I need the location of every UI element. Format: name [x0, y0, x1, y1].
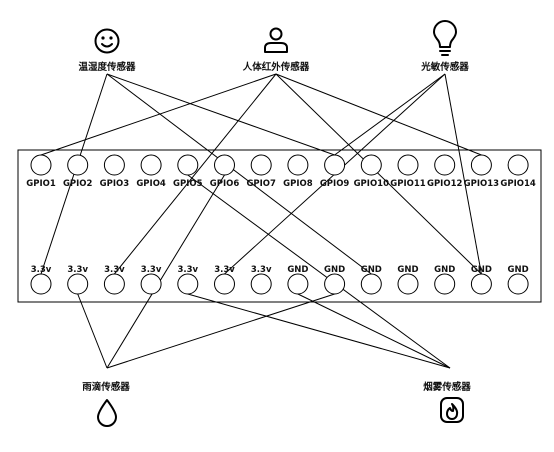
bottom-pin-2: [103, 273, 125, 295]
bottom-pin-12: [470, 273, 492, 295]
top-pin-label-2: GPIO3: [100, 179, 130, 189]
wire-temp_humidity-top-8: [106, 73, 335, 156]
top-pin-0: [30, 154, 52, 176]
wire-infrared-top-0: [40, 73, 277, 156]
infrared-label: 人体红外传感器: [243, 61, 310, 73]
top-pin-label-13: GPIO14: [500, 179, 536, 189]
top-pin-10: [397, 154, 419, 176]
top-pin-label-9: GPIO10: [354, 179, 390, 189]
pins-layer: GPIO1 GPIO2 GPIO3 GPIO4 GPIO5 GPIO6 GPIO7 GPIO8…: [26, 154, 536, 295]
bottom-pin-4: [177, 273, 199, 295]
top-pin-8: [324, 154, 346, 176]
top-pin-5: [214, 154, 235, 176]
top-pin-label-7: GPIO8: [283, 179, 313, 189]
top-pin-1: [67, 154, 89, 176]
top-pin-2: [103, 154, 125, 176]
top-pin-9: [360, 154, 382, 176]
bottom-pin-3: [140, 273, 162, 295]
top-pin-label-6: GPIO7: [246, 179, 276, 189]
rain-label: 雨滴传感器: [82, 381, 130, 393]
bottom-pin-label-12: GND: [471, 265, 492, 275]
top-pin-11: [434, 154, 456, 176]
bottom-pin-label-7: GND: [287, 265, 308, 275]
top-pin-6: [250, 154, 272, 176]
bottom-pin-label-10: GND: [397, 265, 418, 275]
smoke-label: 烟雾传感器: [423, 381, 471, 393]
person-icon: [264, 27, 288, 53]
light-sensor: 光敏传感器: [420, 20, 469, 73]
top-pin-label-0: GPIO1: [26, 179, 56, 189]
temp-humidity-sensor: 温湿度传感器: [78, 28, 136, 73]
wire-infrared-bottom-2: [114, 73, 277, 275]
bottom-pin-10: [397, 273, 419, 295]
wire-rain-bottom-1: [77, 293, 108, 369]
bottom-pin-6: [250, 273, 272, 295]
bottom-pin-13: [507, 273, 529, 295]
wire-light-top-8: [334, 73, 446, 156]
bottom-pin-label-6: 3.3v: [251, 265, 272, 275]
bottom-pin-label-9: GND: [361, 265, 382, 275]
temp-humidity-label: 温湿度传感器: [78, 61, 136, 73]
gpio-board: [17, 149, 542, 303]
bottom-pin-0: [30, 273, 52, 295]
rain-sensor: 雨滴传感器: [82, 381, 130, 427]
bottom-pin-1: [67, 273, 89, 295]
top-pin-label-1: GPIO2: [63, 179, 93, 189]
flame-icon: [440, 397, 464, 423]
wire-smoke-bottom-7: [297, 293, 451, 369]
top-pin-label-8: GPIO9: [320, 179, 350, 189]
top-pin-label-3: GPIO4: [136, 179, 166, 189]
smiley-face-icon: [94, 28, 120, 54]
wire-infrared-bottom-12: [275, 73, 482, 275]
top-pin-3: [140, 154, 162, 176]
light-label: 光敏传感器: [420, 61, 469, 73]
wire-rain-top-5: [106, 174, 225, 369]
wire-infrared-top-12: [275, 73, 482, 156]
wire-temp_humidity-bottom-9: [106, 73, 372, 275]
bottom-pin-label-8: GND: [324, 265, 345, 275]
wire-smoke-top-4: [187, 174, 451, 369]
bottom-pin-label-1: 3.3v: [67, 265, 88, 275]
bottom-pin-label-13: GND: [508, 265, 529, 275]
wires-layer: [40, 73, 482, 369]
top-pin-label-4: GPIO5: [173, 179, 203, 189]
bottom-pin-label-4: 3.3v: [177, 265, 198, 275]
top-pin-4: [177, 154, 199, 176]
wire-rain-bottom-8: [106, 293, 335, 369]
bottom-pin-7: [287, 273, 309, 295]
bottom-pin-11: [434, 273, 456, 295]
smoke-sensor: 烟雾传感器: [423, 381, 471, 423]
light-bulb-icon: [433, 20, 457, 56]
bottom-pin-label-2: 3.3v: [104, 265, 125, 275]
water-drop-icon: [97, 399, 117, 427]
top-pin-label-5: GPIO6: [210, 179, 240, 189]
bottom-pin-label-3: 3.3v: [141, 265, 162, 275]
wire-light-bottom-12: [444, 73, 482, 275]
top-pin-label-11: GPIO12: [427, 179, 463, 189]
bottom-pin-5: [214, 273, 235, 295]
infrared-sensor: 人体红外传感器: [243, 27, 310, 73]
bottom-pin-label-5: 3.3v: [214, 265, 235, 275]
top-pin-12: [470, 154, 492, 176]
top-pin-label-12: GPIO13: [464, 179, 500, 189]
bottom-pin-8: [324, 273, 346, 295]
bottom-pin-label-11: GND: [434, 265, 455, 275]
wire-smoke-bottom-4: [187, 293, 451, 369]
top-pin-13: [507, 154, 529, 176]
top-pin-label-10: GPIO11: [390, 179, 426, 189]
bottom-pin-9: [360, 273, 382, 295]
top-pin-7: [287, 154, 309, 176]
bottom-pin-label-0: 3.3v: [31, 265, 52, 275]
